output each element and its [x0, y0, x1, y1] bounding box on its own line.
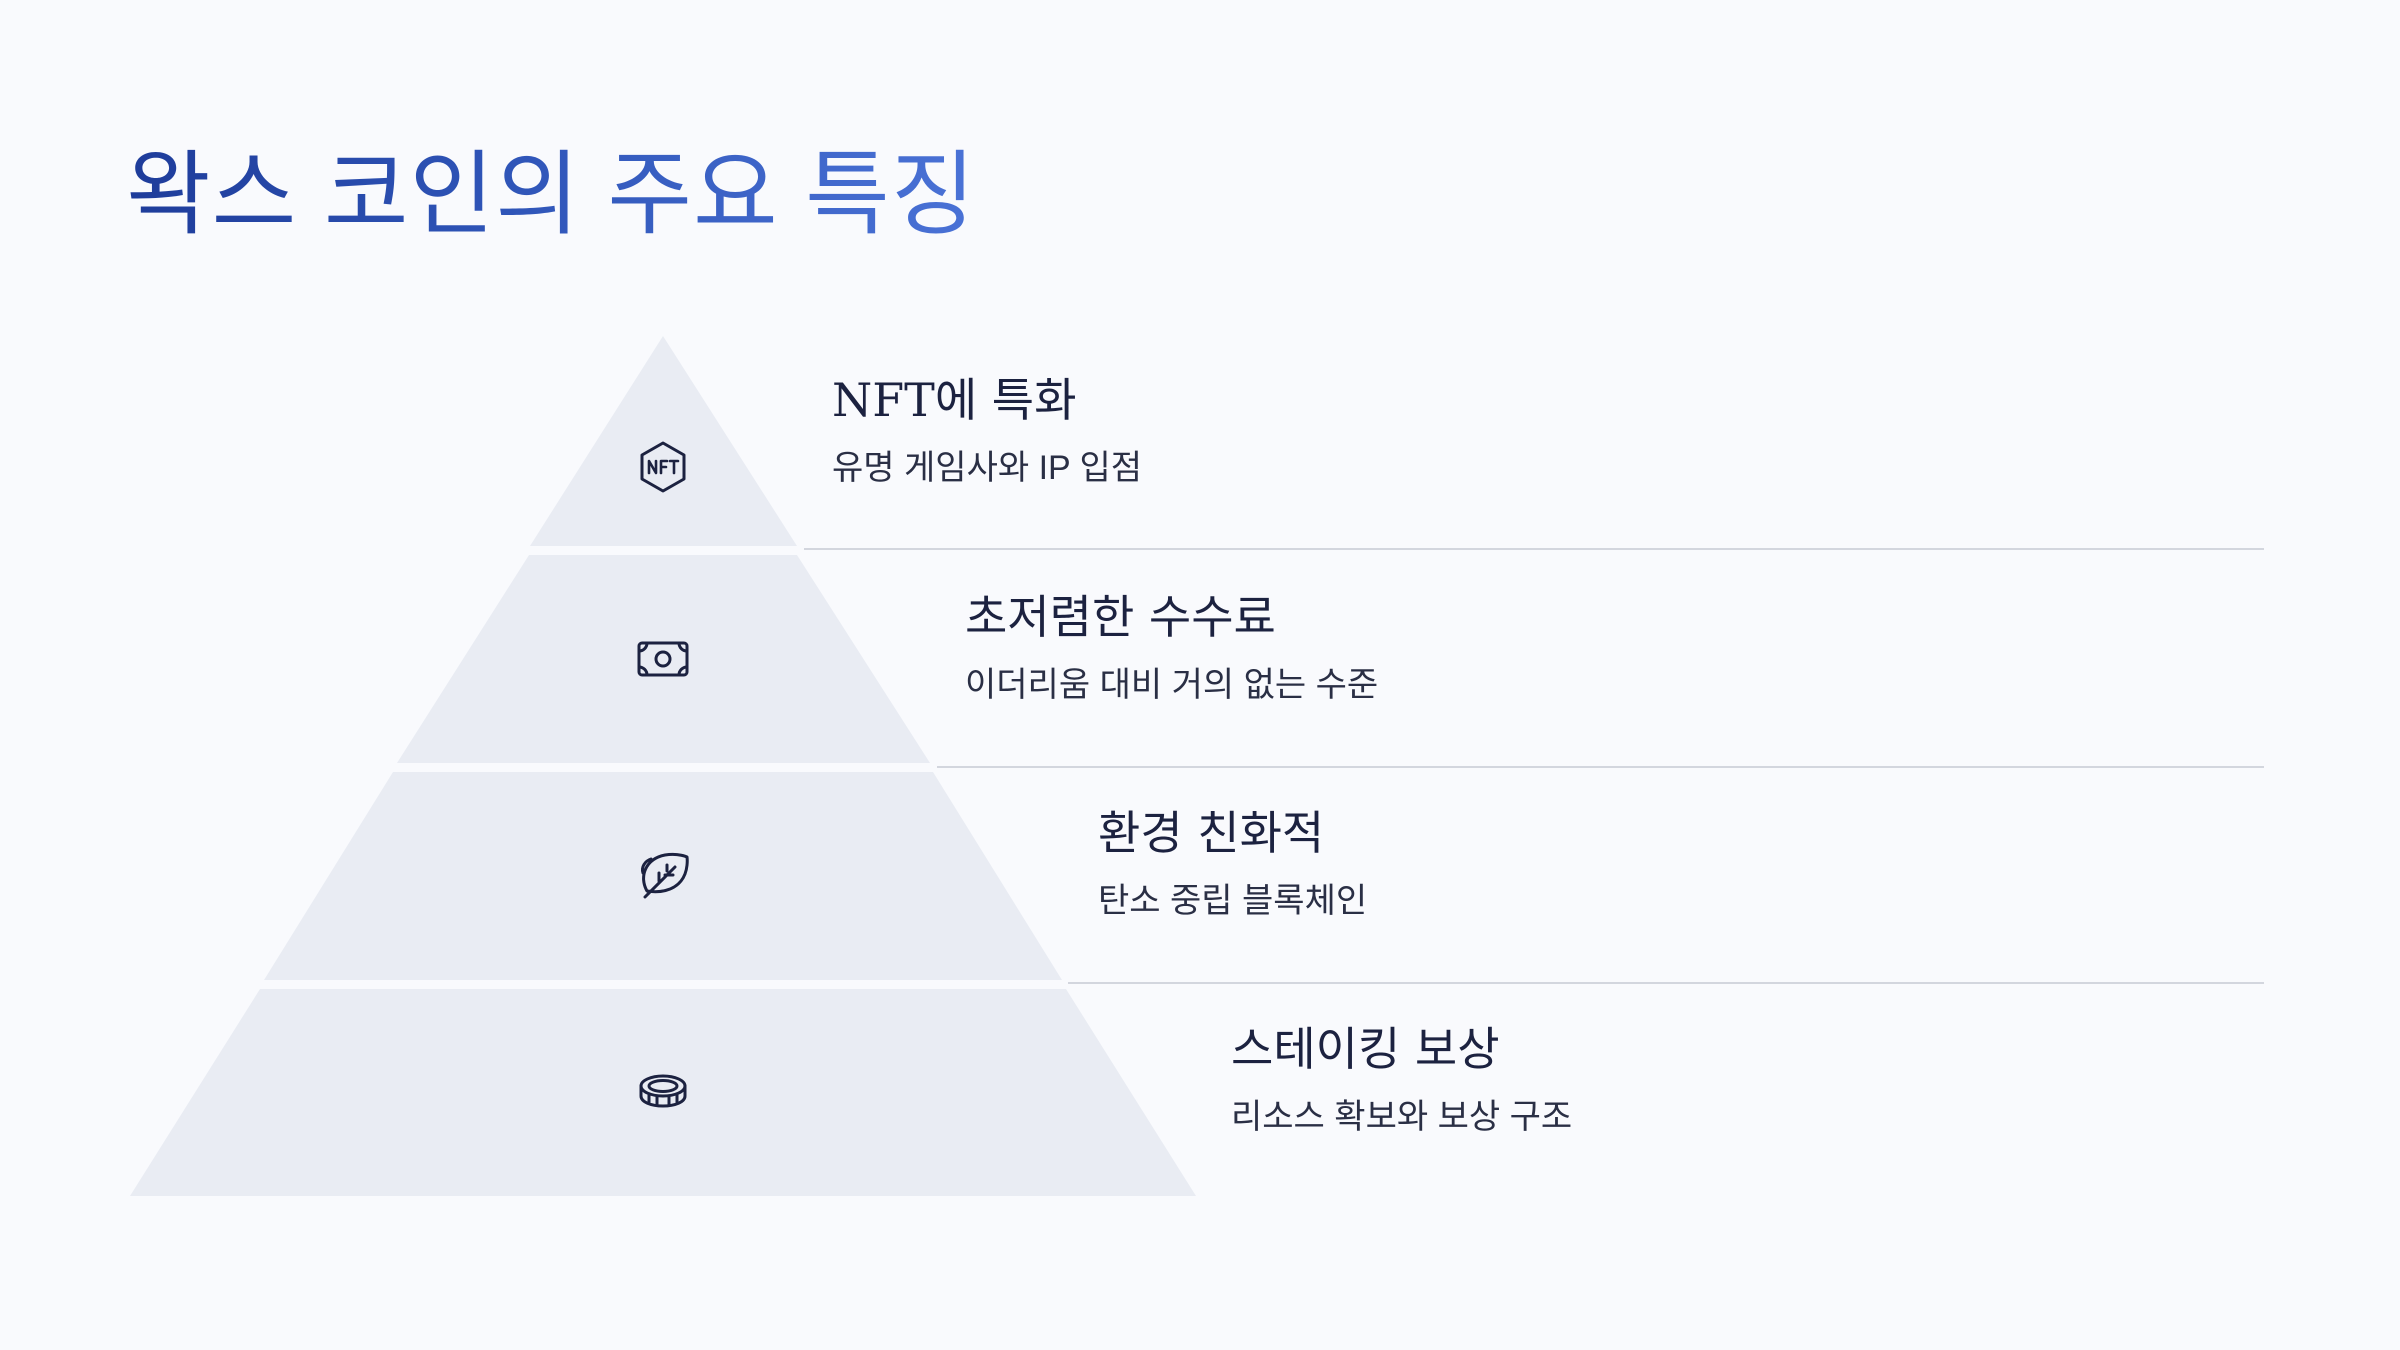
pyramid-tier-2 — [397, 555, 930, 763]
tier-3-text: 환경 친화적 탄소 중립 블록체인 — [1098, 806, 1367, 922]
pyramid-tier-3 — [264, 772, 1062, 980]
tier-1-text: NFT에 특화 유명 게임사와 IP 입점 — [832, 373, 1142, 489]
tier-1-subtitle: 유명 게임사와 IP 입점 — [832, 449, 1143, 488]
tier-3-subtitle: 탄소 중립 블록체인 — [1098, 882, 1368, 921]
divider-3 — [1068, 982, 2264, 984]
tier-3-title: 환경 친화적 — [1098, 806, 1325, 860]
divider-1 — [804, 548, 2264, 550]
tier-4-title: 스테이킹 보상 — [1231, 1022, 1500, 1076]
pyramid-tier-1 — [530, 336, 797, 546]
banknote-icon — [635, 631, 691, 687]
tier-4-subtitle: 리소스 확보와 보상 구조 — [1231, 1098, 1573, 1137]
leaf-icon — [635, 847, 691, 903]
tier-2-subtitle: 이더리움 대비 거의 없는 수준 — [965, 666, 1379, 705]
tier-1-title: NFT에 특화 — [832, 373, 1077, 427]
divider-2 — [937, 766, 2264, 768]
tier-4-text: 스테이킹 보상 리소스 확보와 보상 구조 — [1231, 1022, 1572, 1138]
tier-2-title: 초저렴한 수수료 — [965, 590, 1276, 644]
nft-badge-icon — [635, 439, 691, 495]
tier-2-text: 초저렴한 수수료 이더리움 대비 거의 없는 수준 — [965, 590, 1378, 706]
coin-icon — [635, 1064, 691, 1120]
page-title: 왁스 코인의 주요 특징 — [126, 140, 976, 250]
